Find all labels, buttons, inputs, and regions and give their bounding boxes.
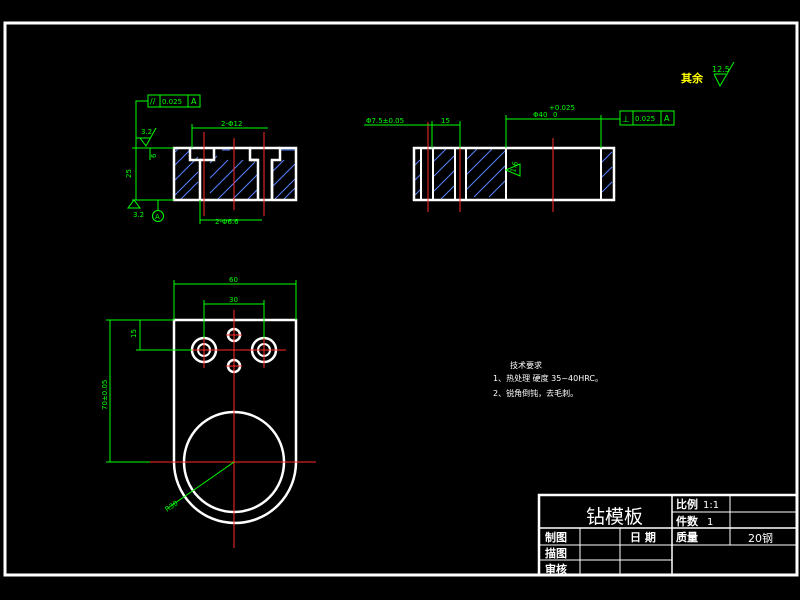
checked-label: 审核 [545,562,567,576]
front-roughness-bottom: 3.2 [127,199,144,219]
roughness-other-value: 12.5 [712,65,730,74]
side-mid-dim: 15 [441,117,450,125]
bore-dim: Φ40 [533,111,547,119]
front-hatch [174,148,296,201]
perpendicular-symbol: ⊥ [622,115,630,125]
height-dim: 25 [125,169,133,178]
roughness-other-label: 其余 [681,71,704,85]
technical-notes: 技术要求 1、热处理 硬度 35~40HRC。 2、锐角倒钝，去毛刺。 [493,360,603,398]
drawn-label: 制图 [545,530,567,544]
bore-tol-upper: +0.025 [549,104,575,112]
qty-value: 1 [707,517,713,528]
top-view: 60 30 15 70±0.05 R30 [101,276,316,548]
part-name: 钻模板 [586,506,643,528]
roughness-side-surface: 3.2 [133,211,144,219]
parallelism-tol: 0.025 [162,98,182,106]
side-outline [412,146,616,202]
bore-tol-lower: 0 [553,111,557,119]
side-left-dim: Φ7.5±0.05 [366,117,404,125]
side-hatch [414,147,613,201]
perpendicular-datum: A [664,114,670,123]
holes-bottom-dim: 2-Φ6.6 [215,218,239,226]
width-dim: 60 [229,276,238,284]
notes-heading: 技术要求 [510,360,542,370]
front-roughness-top: 3.2 [136,127,157,147]
notes-line-1: 1、热处理 硬度 35~40HRC。 [493,373,603,383]
front-outline [172,146,298,202]
roughness-symbol-icon [713,61,735,88]
scale-label: 比例 [676,497,698,511]
holes-top-dim: 2-Φ12 [221,120,242,128]
hole-spacing-dim: 30 [229,296,238,304]
date-label: 日 期 [630,530,656,544]
general-roughness-note: 其余 12.5 [681,61,735,88]
bore-roughness: 1.6 [504,160,521,177]
side-view: Φ7.5±0.05 15 Φ40 +0.025 0 ⊥ 0.025 A 1.6 [364,104,675,212]
length-dim: 70±0.05 [101,380,109,410]
top-outline [172,318,298,525]
traced-label: 描图 [545,546,567,560]
qty-label: 件数 [676,514,699,528]
material-value: 20钢 [748,532,773,545]
drawing-border [3,21,799,577]
scale-value: 1:1 [703,500,719,511]
mass-label: 质量 [676,530,698,544]
roughness-bore: 1.6 [509,160,520,173]
roughness-datum-surface: 3.2 [141,128,152,136]
parallelism-datum: A [191,97,197,106]
perpendicular-frame: ⊥ 0.025 A [601,110,675,126]
datum-a-marker: A [152,200,164,222]
offset-dim: 15 [130,329,138,338]
datum-a-label: A [155,213,160,221]
counterbore-depth: 6 [150,153,158,158]
parallelism-frame: // 0.025 A [135,94,201,148]
notes-line-2: 2、锐角倒钝，去毛刺。 [493,388,578,398]
perpendicular-tol: 0.025 [635,115,655,123]
front-view: 2-Φ12 2-Φ6.6 25 6 // 0.025 A 3.2 3 [125,94,298,226]
title-block: 钻模板 比例 1:1 件数 1 制图 日 期 质量 20钢 描图 审核 [537,493,799,577]
parallelism-symbol: // [150,97,156,106]
